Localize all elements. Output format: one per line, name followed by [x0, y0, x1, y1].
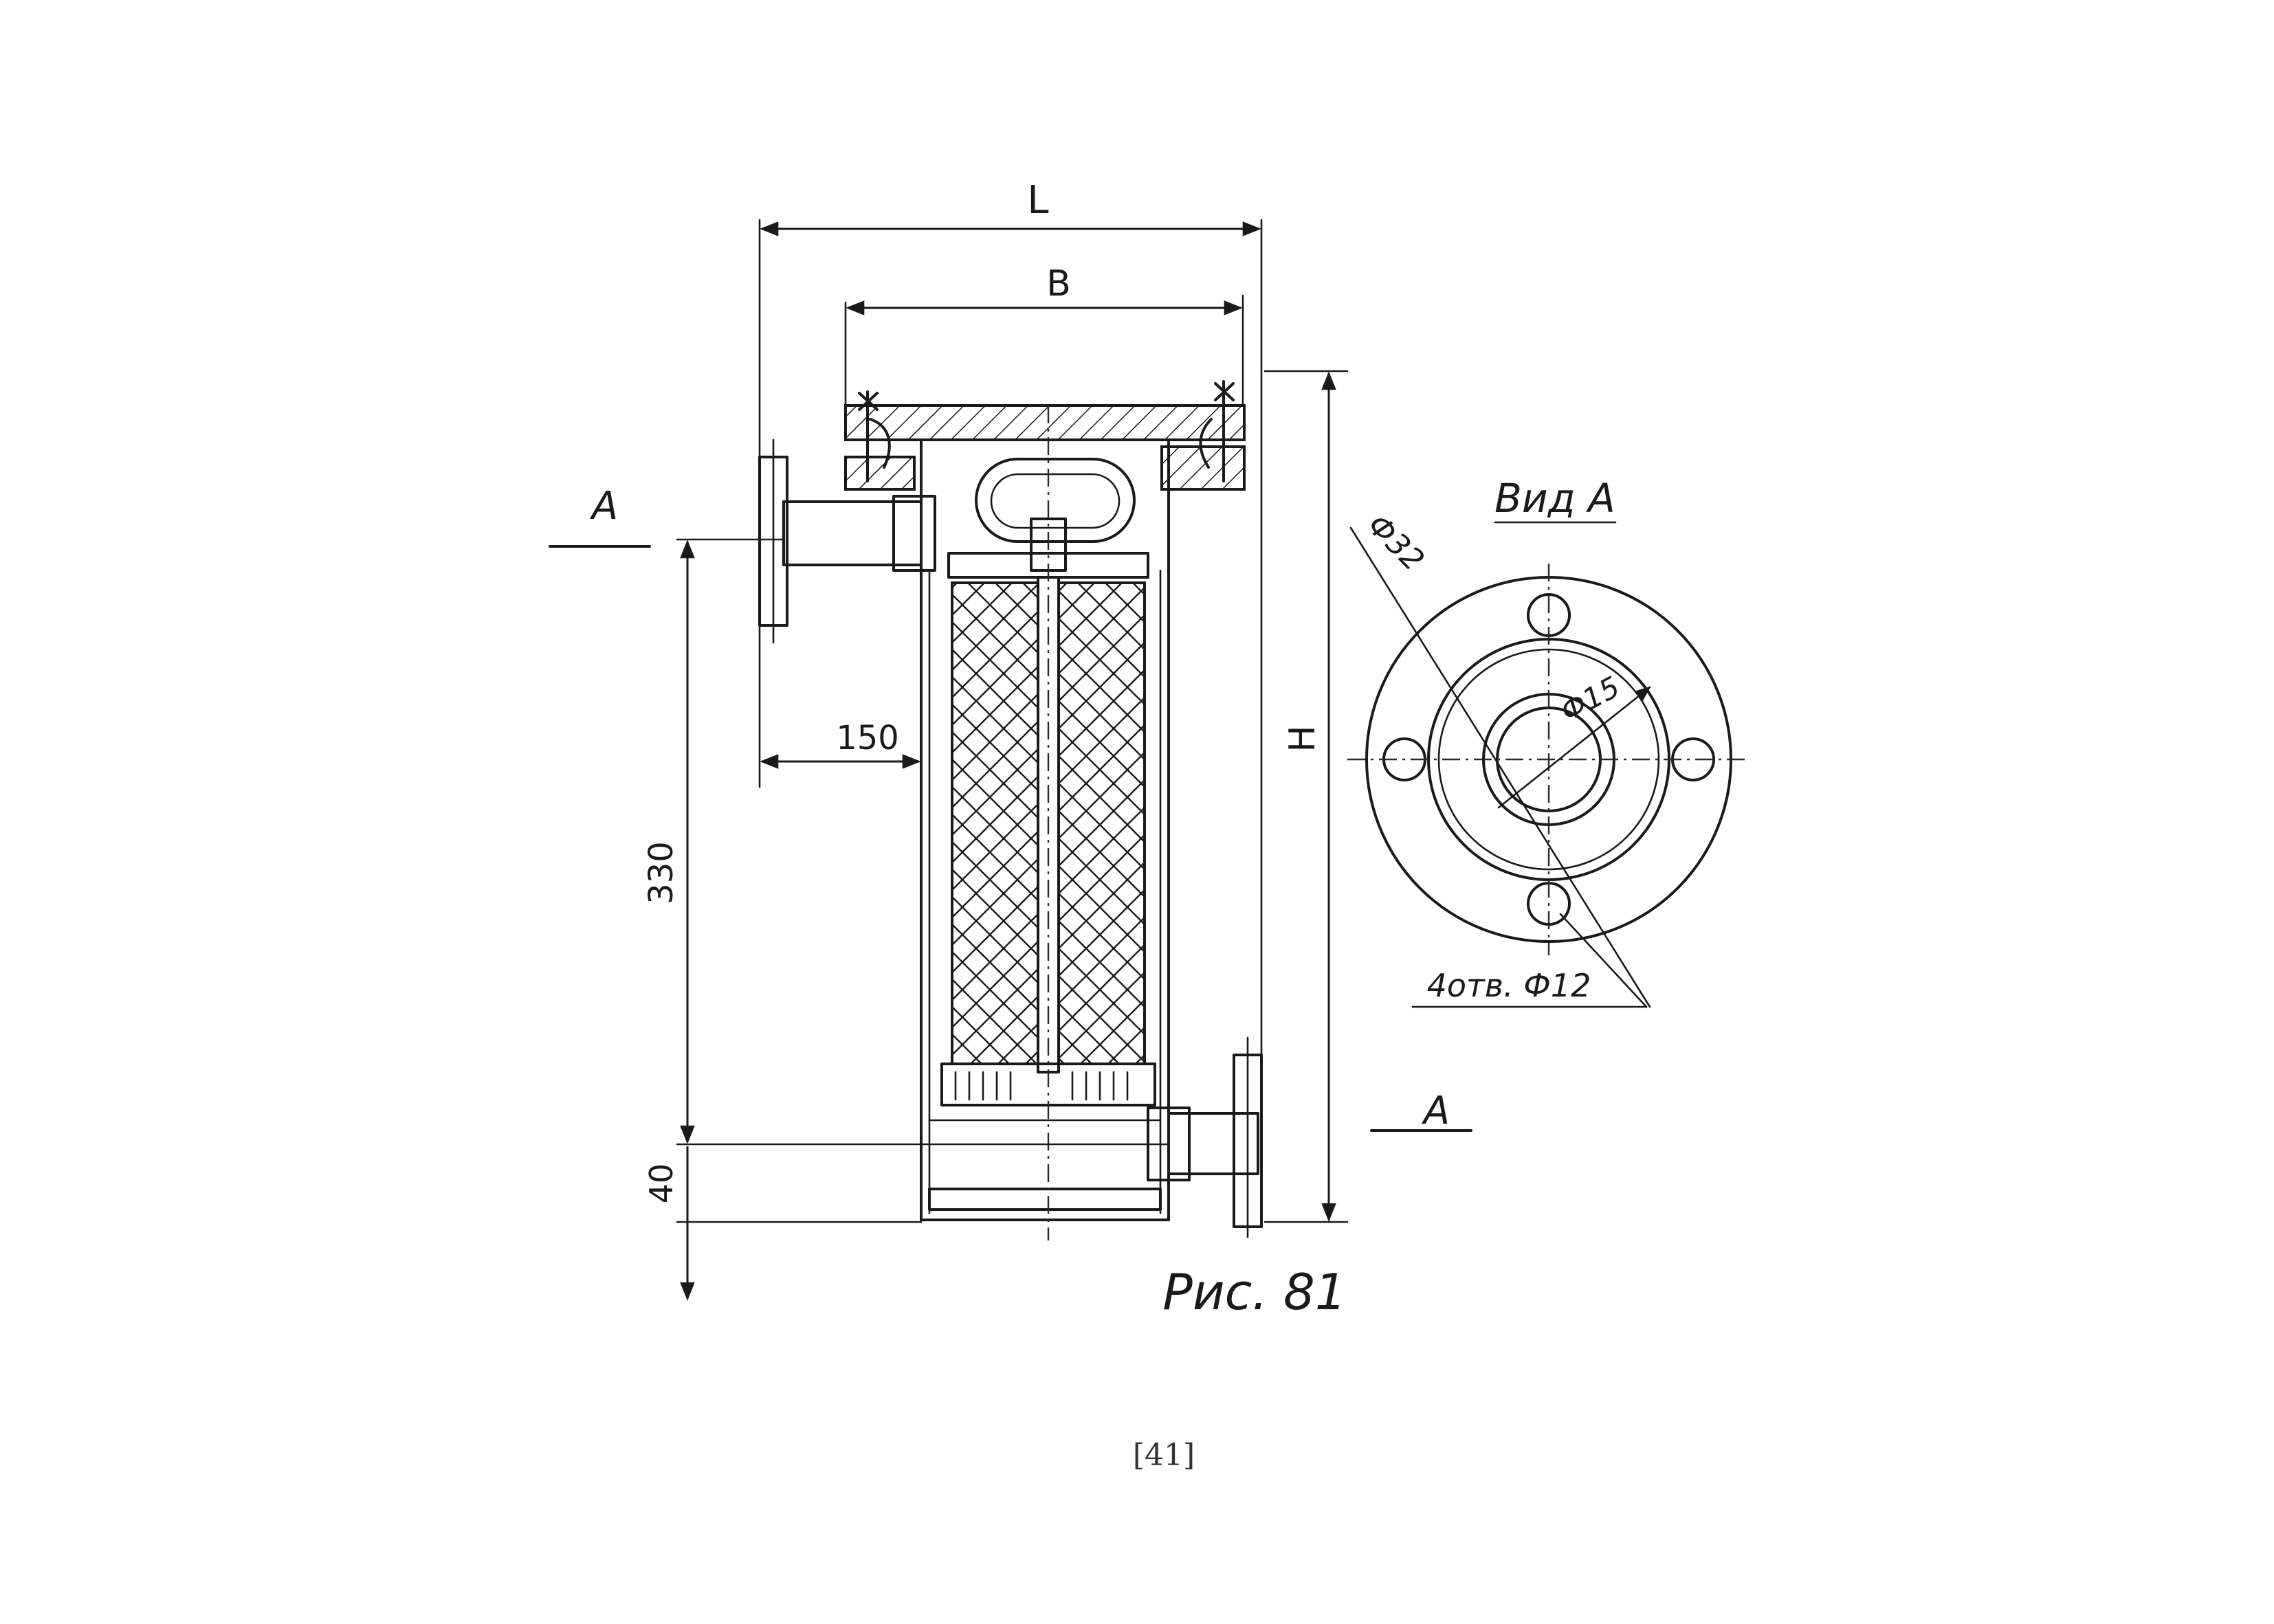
- lifting-handle: [975, 458, 1136, 543]
- page-number: [41]: [1133, 1438, 1195, 1473]
- cover-bolt-right: [1214, 380, 1235, 482]
- top-cover-plate: [844, 404, 1246, 441]
- inlet-pipe-socket: [892, 495, 936, 572]
- lifting-handle-inner: [990, 473, 1121, 529]
- leader-holes: [1559, 913, 1648, 1008]
- cover-bolt-left: [858, 390, 879, 482]
- dim-label-150: 150: [836, 719, 899, 757]
- view-a-title: Вид A: [1494, 475, 1615, 522]
- vessel-inner-wall: [928, 569, 1162, 1214]
- view-a-flange: Вид A Ф32 Ф15 4отв. Ф12: [1347, 475, 1746, 1008]
- dim-label-l: L: [1027, 178, 1048, 223]
- bottom-drain-plate: [928, 1188, 1162, 1211]
- label-inner-diameter: Ф15: [1555, 670, 1625, 728]
- section-mark-right-label: A: [1422, 1089, 1450, 1133]
- figure-caption: Рис. 81: [1162, 1263, 1346, 1321]
- leader-outer-diameter: [1349, 526, 1651, 1008]
- label-outer-diameter: Ф32: [1360, 508, 1431, 578]
- gasket-curve-right: [1199, 418, 1213, 469]
- dimension-lines: L B H 150 330 40: [642, 178, 1349, 1301]
- filter-section-view: [758, 380, 1263, 1241]
- section-marks: A A: [549, 484, 1472, 1133]
- leader-inner-diameter: [1497, 686, 1651, 809]
- dim-label-h: H: [1282, 725, 1323, 752]
- cartridge-bottom-teeth: [954, 1071, 1129, 1101]
- dim-label-40: 40: [643, 1164, 680, 1204]
- dim-label-330: 330: [642, 841, 681, 904]
- flange-bolt-circle-inner: [1437, 648, 1660, 871]
- label-holes-note: 4отв. Ф12: [1427, 967, 1591, 1004]
- body-flange-left: [844, 456, 916, 491]
- filter-mesh-right: [1057, 581, 1146, 1065]
- dim-label-b: B: [1046, 263, 1071, 304]
- filter-mesh-left: [951, 581, 1039, 1065]
- outlet-pipe: [1167, 1112, 1259, 1175]
- section-mark-left-label: A: [590, 484, 618, 529]
- gasket-curve-left: [869, 418, 891, 469]
- inlet-pipe: [782, 500, 923, 566]
